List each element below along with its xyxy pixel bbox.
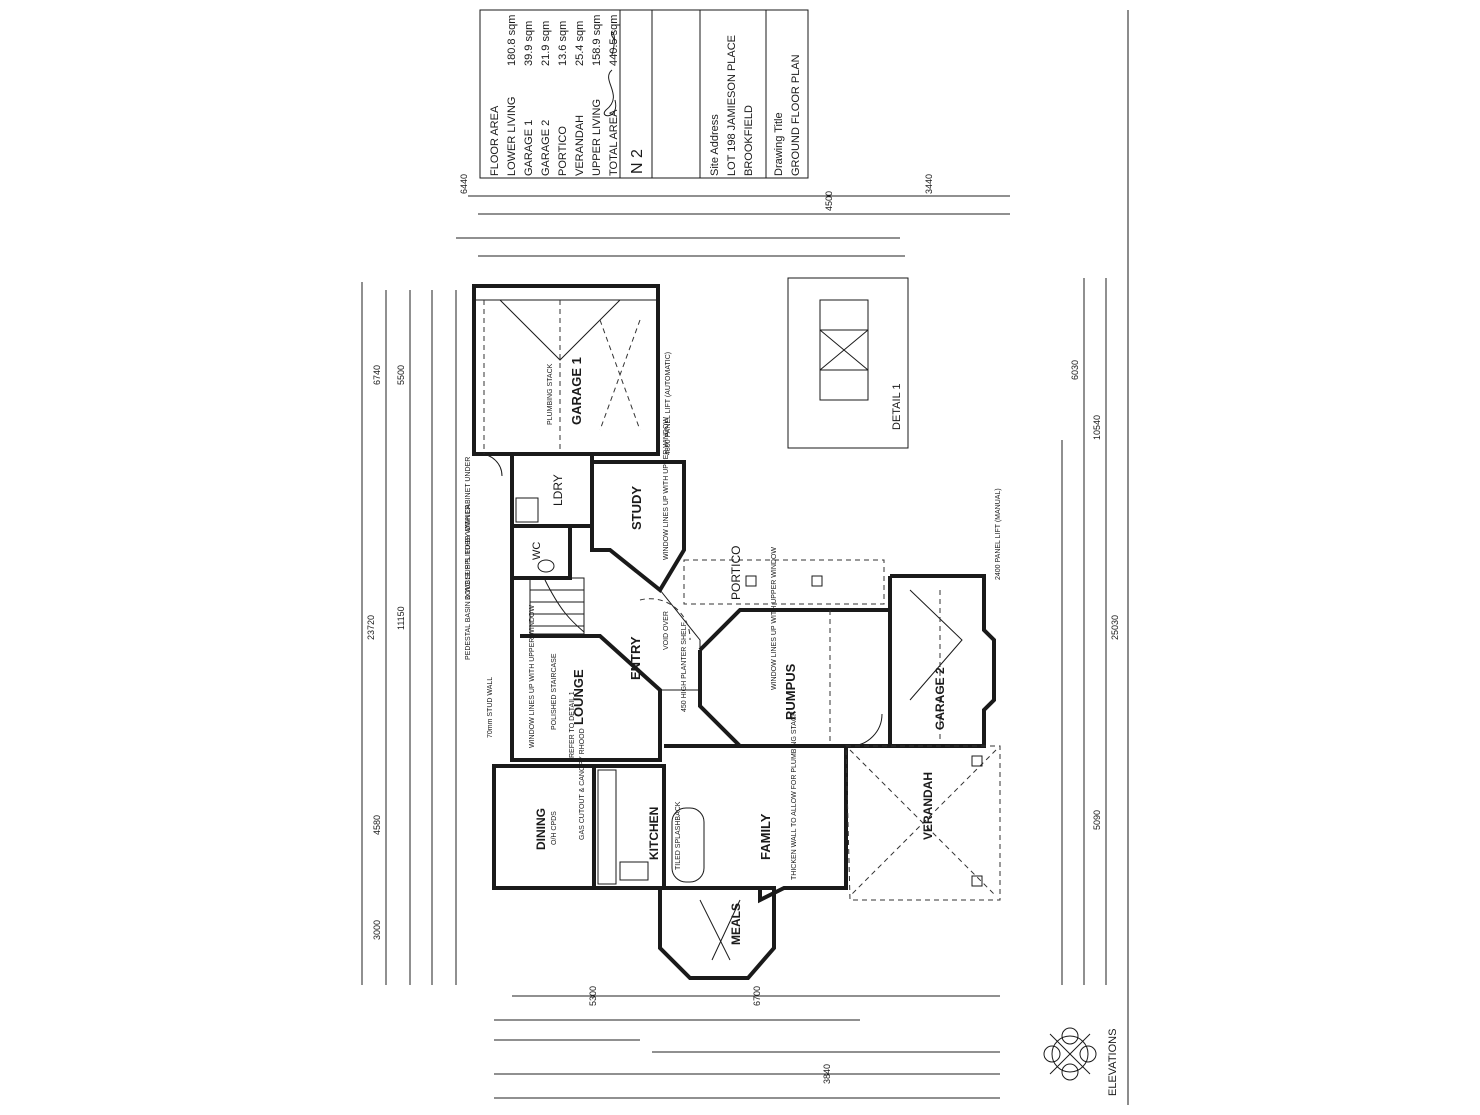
- left-dimensions: 23720 6740 5500 11150 4580 3000: [361, 282, 457, 985]
- note-window-lines-rumpus: WINDOW LINES UP WITH UPPER WINDOW: [771, 547, 778, 690]
- note-polished-staircase: POLISHED STAIRCASE: [551, 653, 558, 730]
- meals-bay: MEALS: [658, 886, 776, 980]
- room-label-wc: WC: [531, 542, 543, 560]
- elevations-label: ELEVATIONS: [1107, 1029, 1119, 1096]
- dim-label: 23720: [366, 615, 376, 640]
- lounge-room: LOUNGE WINDOW LINES UP WITH UPPER WINDOW…: [487, 578, 662, 762]
- room-label-portico: PORTICO: [729, 546, 743, 600]
- dim-label: 3440: [924, 174, 934, 194]
- area-name: TOTAL AREA: [608, 109, 620, 176]
- dim-label: 4580: [372, 815, 382, 835]
- room-label-rumpus: RUMPUS: [783, 663, 798, 720]
- room-label-entry: ENTRY: [628, 636, 643, 680]
- site-address-line1: LOT 198 JAMIESON PLACE: [726, 35, 738, 176]
- area-value: 25.4 sqm: [574, 21, 586, 66]
- room-label-lounge: LOUNGE: [571, 669, 586, 725]
- detail-1-frame: [787, 277, 909, 449]
- room-label-family: FAMILY: [758, 813, 773, 860]
- note-panel-lift: 4800 PANEL LIFT (AUTOMATIC): [665, 352, 672, 455]
- area-name: UPPER LIVING: [591, 99, 603, 176]
- top-dimensions: 6440 4500 3440: [456, 174, 1010, 257]
- dim-label: 6030: [1070, 360, 1080, 380]
- note-gas-cutout: GAS CUTOUT & CANOPY RHOOD: [579, 728, 586, 840]
- drawing-title: GROUND FLOOR PLAN: [790, 54, 802, 176]
- dim-label: 3840: [822, 1064, 832, 1084]
- title-block: FLOOR AREA LOWER LIVING GARAGE 1 GARAGE …: [479, 9, 809, 179]
- room-label-garage1: GARAGE 1: [569, 357, 584, 425]
- plan-number: N 2: [629, 149, 646, 174]
- note-refer-detail: REFER TO DETAIL 1: [569, 691, 576, 758]
- verandah-area: VERANDAH: [845, 745, 1001, 901]
- area-name: PORTICO: [557, 126, 569, 176]
- note-tiled-splashback: TILED SPLASHBACK: [675, 801, 682, 870]
- dim-label: 25030: [1110, 615, 1120, 640]
- detail-1: DETAIL 1: [787, 277, 909, 449]
- note-stud-wall: 70mm STUD WALL: [487, 677, 494, 738]
- room-label-study: STUDY: [629, 486, 644, 530]
- kitchen-room: KITCHEN GAS CUTOUT & CANOPY RHOOD TILED …: [579, 728, 705, 890]
- area-name: GARAGE 2: [540, 120, 552, 176]
- entry-area: ENTRY VOID OVER 450 HIGH PLANTER SHELF: [609, 549, 701, 712]
- garage-2: GARAGE 2 2400 PANEL LIFT (MANUAL): [888, 488, 1002, 748]
- dim-label: 3000: [372, 920, 382, 940]
- garage-1: GARAGE 1 PLUMBING STACK 4800 PANEL LIFT …: [472, 284, 672, 477]
- note-window-lines-study: WINDOW LINES UP WITH UPPER WINDOW: [663, 417, 670, 560]
- room-label-verandah: VERANDAH: [921, 772, 935, 840]
- dim-label: 6440: [459, 174, 469, 194]
- area-value: 39.9 sqm: [523, 21, 535, 66]
- right-dimensions: 25030 6030 10540 5090: [1061, 278, 1120, 985]
- area-value: 13.6 sqm: [557, 21, 569, 66]
- note-pedestal-basin: PEDESTAL BASIN & WC SUPPLIED BY OWNER: [465, 505, 472, 660]
- room-label-dining: DINING: [534, 808, 548, 850]
- dim-label: 4500: [824, 191, 834, 211]
- floor-area-heading: FLOOR AREA: [489, 105, 501, 176]
- room-label-kitchen: KITCHEN: [647, 807, 661, 860]
- dim-label: 5500: [396, 365, 406, 385]
- dim-label: 5300: [588, 986, 598, 1006]
- staircase: [529, 577, 585, 635]
- area-value: 180.8 sqm: [506, 15, 518, 66]
- room-label-ldry: LDRY: [551, 474, 565, 506]
- site-address-line2: BROOKFIELD: [743, 105, 755, 176]
- room-label-garage2: GARAGE 2: [933, 667, 947, 730]
- area-value: 21.9 sqm: [540, 21, 552, 66]
- dim-label: 6700: [752, 986, 762, 1006]
- site-address-label: Site Address: [709, 114, 721, 176]
- title-block-frame: [479, 9, 809, 179]
- detail-1-label: DETAIL 1: [891, 384, 903, 430]
- note-thicken-wall: THICKEN WALL TO ALLOW FOR PLUMBING STACK: [791, 711, 798, 880]
- bottom-dimensions: 5300 6700 3840: [494, 986, 1000, 1099]
- note-oh-cpds: O/H CPDS: [551, 811, 558, 845]
- note-void-over: VOID OVER: [663, 611, 670, 650]
- area-name: LOWER LIVING: [506, 97, 518, 176]
- elevations-symbol: ELEVATIONS: [1043, 1027, 1119, 1096]
- dim-label: 5090: [1092, 810, 1102, 830]
- drawing-title-label: Drawing Title: [773, 112, 785, 176]
- dim-label: 6740: [372, 365, 382, 385]
- area-name: GARAGE 1: [523, 120, 535, 176]
- note-planter-shelf: 450 HIGH PLANTER SHELF: [681, 622, 688, 712]
- area-value: 158.9 sqm: [591, 15, 603, 66]
- note-plumbing-stack: PLUMBING STACK: [547, 363, 554, 425]
- note-window-lines-lounge: WINDOW LINES UP WITH UPPER WINDOW: [529, 605, 536, 748]
- signature-mark: [603, 31, 617, 117]
- dim-label: 10540: [1092, 415, 1102, 440]
- note-double-tubs: DOUBLE S.S. TUBS WITH CABINET UNDER: [465, 457, 472, 600]
- portico-area: PORTICO: [683, 546, 885, 605]
- family-room: FAMILY THICKEN WALL TO ALLOW FOR PLUMBIN…: [662, 711, 848, 904]
- note-panel-lift-2: 2400 PANEL LIFT (MANUAL): [995, 488, 1002, 580]
- dim-label: 11150: [396, 606, 406, 630]
- area-name: VERANDAH: [574, 115, 586, 176]
- room-label-meals: MEALS: [729, 903, 743, 945]
